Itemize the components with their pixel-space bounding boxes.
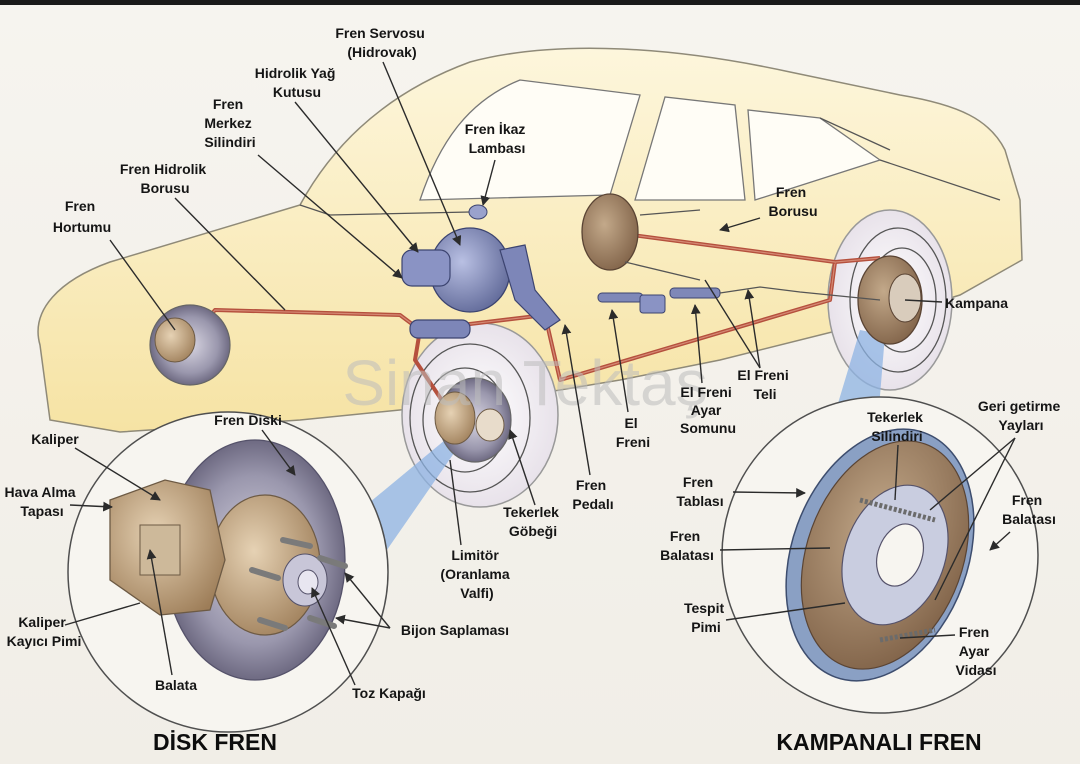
front-left-disc [149, 304, 231, 386]
label-balata: Balata [155, 677, 197, 693]
rear-left-drum [581, 193, 701, 281]
drum-brake-detail [721, 396, 1039, 714]
label-fren-pedali: Fren Pedalı [572, 477, 613, 512]
rear-right-drum [857, 255, 923, 345]
label-bijon-saplamasi: Bijon Saplaması [401, 622, 509, 638]
brake-servo-assembly [401, 204, 561, 339]
handbrake-assembly [597, 286, 881, 314]
top-border [0, 0, 1080, 5]
label-hidrolik-yag-kutusu: Hidrolik Yağ Kutusu [255, 65, 340, 100]
label-hava-alma-tapasi: Hava Alma Tapası [5, 484, 80, 519]
watermark: Sinan Tektaş [342, 347, 707, 419]
label-fren-hortumu: Fren Hortumu [53, 198, 111, 235]
label-kampana: Kampana [945, 295, 1008, 311]
label-fren-ikaz-lambasi: Fren İkaz Lambası [465, 121, 530, 156]
label-el-freni: El Freni [616, 415, 650, 450]
label-fren-ayar-vidasi: Fren Ayar Vidası [956, 624, 997, 678]
label-tekerlek-silindiri: Tekerlek Silindiri [867, 409, 927, 444]
label-fren-merkez-silindiri: Fren Merkez Silindiri [204, 96, 255, 150]
car-body [37, 47, 1023, 433]
label-fren-borusu: Fren Borusu [769, 184, 818, 219]
label-el-freni-teli: El Freni Teli [737, 367, 792, 402]
label-limitor: Limitör (Oranlama Valfi) [440, 547, 513, 601]
label-kaliper-kayici-pimi: Kaliper Kayıcı Pimi [7, 614, 82, 649]
label-fren-hidrolik-borusu: Fren Hidrolik Borusu [120, 161, 210, 196]
label-geri-getirme-yaylari: Geri getirme Yayları [978, 398, 1064, 433]
label-drum-fren-tablasi: Fren Tablası [676, 474, 723, 509]
front-right-hub [434, 377, 512, 463]
leader-lines [64, 61, 1016, 686]
label-kaliper: Kaliper [31, 431, 79, 447]
disk-brake-detail [67, 411, 389, 733]
label-tekerlek-gobegi: Tekerlek Göbeği [503, 504, 563, 539]
label-drum-fren-balatasi-left: Fren Balatası [660, 528, 714, 563]
label-fren-servosu: Fren Servosu (Hidrovak) [335, 25, 428, 60]
title-kampanali-fren: KAMPANALI FREN [776, 729, 981, 755]
label-tespit-pimi: Tespit Pimi [684, 600, 728, 635]
label-toz-kapagi: Toz Kapağı [352, 685, 426, 701]
label-fren-diski: Fren Diski [214, 412, 282, 428]
title-disk-fren: DİSK FREN [153, 729, 277, 755]
label-drum-fren-balatasi-right: Fren Balatası [1002, 492, 1056, 527]
label-el-freni-ayar-somunu: El Freni Ayar Somunu [680, 384, 736, 436]
labels: Fren Servosu (Hidrovak) Hidrolik Yağ Kut… [5, 25, 1064, 701]
